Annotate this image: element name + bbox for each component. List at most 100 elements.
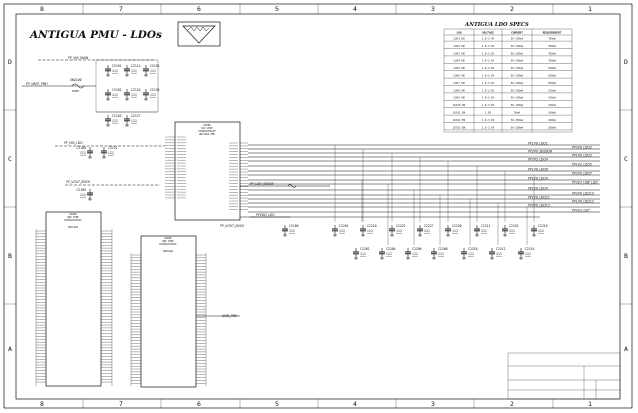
left-ic-ref: U2000 xyxy=(69,213,77,216)
table-cell: LDO5 EN xyxy=(454,66,465,70)
capacitor-ref: C2102 xyxy=(112,88,122,92)
table-cell: 700mA xyxy=(548,51,556,55)
capacitor: C2210 xyxy=(360,224,377,237)
zone-col-5-bottom: 5 xyxy=(275,400,279,408)
table-cell: 1.8-3.6V xyxy=(482,74,495,78)
table-cell: 150mA xyxy=(548,103,556,107)
capacitor: C2124 xyxy=(124,88,141,101)
sheet-title: ANTIGUA PMU - LDOs xyxy=(29,29,162,41)
left-ic: U2000 GND PINS D2089ACE0AAF ANTIGUA xyxy=(35,211,113,387)
mid-ic-subtitle: ANTIGUA xyxy=(163,250,174,253)
zone-col-6-top: 6 xyxy=(197,5,201,13)
capacitor: C2212 xyxy=(489,247,506,260)
table-cell: 1.8-3.6V xyxy=(482,51,495,55)
table-cell: 50-150mA xyxy=(511,88,524,92)
table-cell: LDO9 EN xyxy=(454,96,465,100)
output-net: PP3V3_LDO4 xyxy=(248,157,600,161)
zone-row-d-right: D xyxy=(624,58,628,66)
mid-ic: U2000 GND PINS D2089ACE0AAF ANTIGUA xyxy=(130,235,207,388)
capacitor: C2102 xyxy=(105,88,122,101)
table-cell: 1.8-3.6V xyxy=(482,103,495,107)
output-net: PP1V8_LDO3 xyxy=(248,153,600,157)
table-cell: 1.8-3.6V xyxy=(482,37,495,41)
net-label-ldo-sense: PP_LDO_SENSE xyxy=(250,182,274,186)
left-ic-pins xyxy=(35,229,113,386)
output-net: PP3V0_LDO7 xyxy=(248,171,600,175)
output-net: PP3V0_SENSOR xyxy=(248,149,600,153)
table-cell: 700mA xyxy=(548,37,556,41)
input-cap-bank: PP_VIN_MAIN PP_VBAT_PMU XW2100 SHORT xyxy=(22,56,159,113)
bead-ref: XW2100 xyxy=(70,78,82,82)
capacitor-ref: C2201 xyxy=(339,224,349,228)
output-net-label: PP1V8_LDO11 xyxy=(528,195,550,199)
capacitor-ref: C2211 xyxy=(481,224,491,228)
capacitor-ref: C2111 xyxy=(131,64,141,68)
capacitor-ref: C2212 xyxy=(496,247,506,251)
table-header-voltage: VOLTAGE xyxy=(482,31,494,35)
capacitor-ref: C2220 xyxy=(452,224,462,228)
table-cell: LDO10 EN xyxy=(453,103,466,107)
capacitor-ref: C2100 xyxy=(76,146,86,150)
table-cell: LDO8 EN xyxy=(454,88,465,92)
left-ic-title: GND PINS xyxy=(67,216,79,219)
main-ic-title: LDO VOUT xyxy=(201,127,213,130)
capacitor: C2109 xyxy=(76,188,93,201)
capacitor: C2222 xyxy=(389,224,406,237)
table-cell: LDO6 EN xyxy=(454,74,465,78)
main-ic-pins xyxy=(165,136,248,210)
zone-col-6-bottom: 6 xyxy=(197,400,201,408)
capacitor: C2121 xyxy=(101,146,118,159)
capacitor-ref: C2208 xyxy=(438,247,448,251)
output-net: PP3V0_LDO10 xyxy=(248,191,600,195)
output-net-label: PP3V0_SENSOR xyxy=(528,149,552,153)
zone-col-4-top: 4 xyxy=(353,5,357,13)
capacitor-ref: C2124 xyxy=(131,88,141,92)
table-cell: 1.8-3.6V xyxy=(482,59,495,63)
main-ic: U2000 LDO VOUT D2089ACE0AAF ANTIGUA PMU xyxy=(165,121,248,221)
zone-row-b-right: B xyxy=(624,252,628,260)
output-net: PP1V8_LDO8 xyxy=(248,176,600,180)
capacitor: C2227 xyxy=(417,224,434,237)
table-cell: 1.8V xyxy=(485,111,492,115)
net-label-vout-buck-left: PP_VOUT_BUCK xyxy=(66,180,91,184)
output-net: PP3V0_LDO13 xyxy=(248,203,600,207)
table-cell: 50-150mA xyxy=(511,118,524,122)
zone-col-2-bottom: 2 xyxy=(510,400,514,408)
table-cell: 1.8-3.6V xyxy=(482,66,495,70)
zone-row-a-left: A xyxy=(8,345,12,353)
table-cell: 1.8-3.6V xyxy=(482,125,495,129)
table-cell: 150mA xyxy=(548,96,556,100)
capacitor: C2204 xyxy=(379,247,396,260)
ldo-spec-table-title: ANTIGUA LDO SPECS xyxy=(464,22,529,28)
capacitor: C2201 xyxy=(332,224,349,237)
zone-col-8-bottom: 8 xyxy=(40,400,44,408)
table-header-current: CURRENT xyxy=(511,31,523,35)
capacitor: C2216 xyxy=(531,224,548,237)
capacitor-ref: C2121 xyxy=(108,146,118,150)
table-cell: 50mA xyxy=(514,111,521,115)
capacitor: C2218 xyxy=(461,247,478,260)
output-net: PP1V2_LDO5 xyxy=(248,162,600,166)
capacitor-ref: C2132 xyxy=(150,64,160,68)
table-cell: 50-150mA xyxy=(511,66,524,70)
output-net-label: PP3V0_LDO7 xyxy=(572,171,592,175)
output-net-label: PP1V8_LDO3 xyxy=(572,153,592,157)
zone-col-1-bottom: 1 xyxy=(588,400,592,408)
table-cell: 50-150mA xyxy=(511,125,524,129)
table-cell: 100mA xyxy=(548,111,556,115)
output-net-label: PP1V8_LDO6 xyxy=(528,167,548,171)
capacitor: C2202 xyxy=(353,247,370,260)
capacitor: C2180 xyxy=(282,224,299,237)
zone-row-d-left: D xyxy=(8,58,12,66)
capacitor: C2214 xyxy=(518,247,535,260)
capacitor-ref: C2127 xyxy=(131,114,141,118)
